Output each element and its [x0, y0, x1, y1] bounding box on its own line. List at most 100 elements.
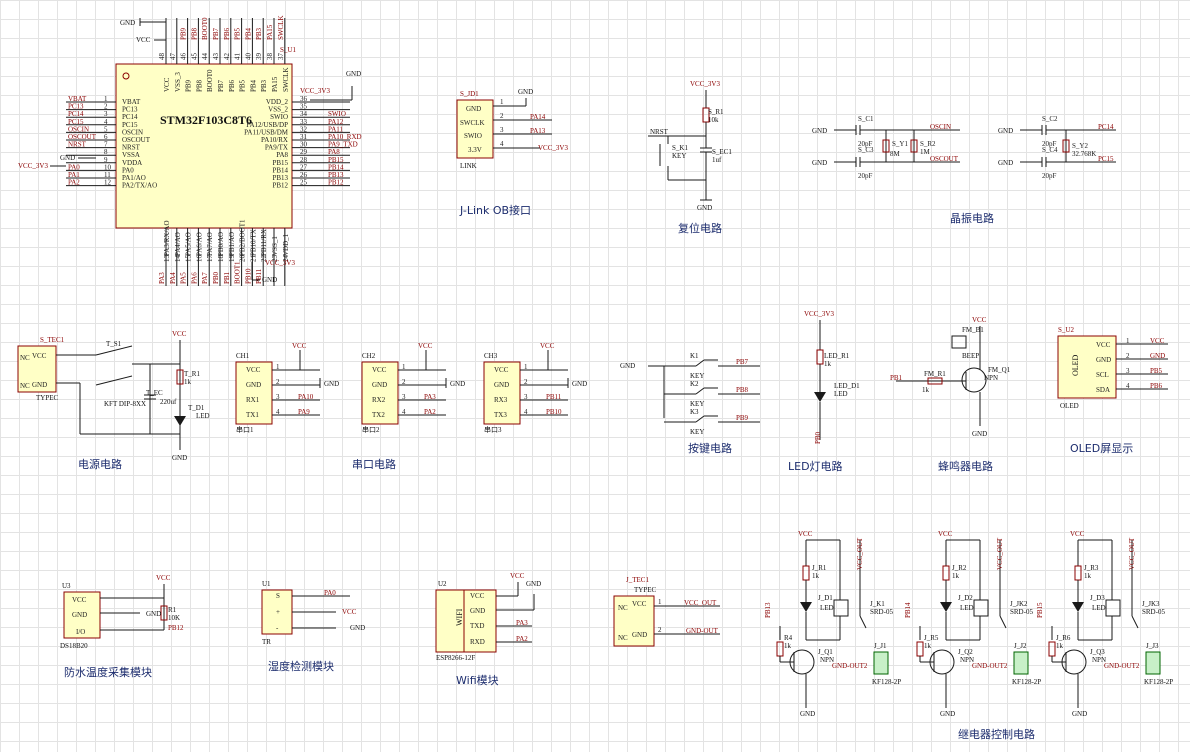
wifi-body[interactable] — [463, 589, 497, 653]
wifi-label: WIFI — [455, 608, 464, 626]
mcu-pin-name: PB1/AO — [228, 232, 236, 256]
relay-resistor[interactable] — [802, 565, 810, 581]
relay-resistor[interactable] — [1074, 565, 1082, 581]
jlink-block[interactable]: S_JD1 GND SWCLK SWIO 3.3V LINK GND PA14 … — [456, 88, 568, 217]
crystal-r2-val: 1M — [920, 148, 931, 156]
mcu-pin-name: PA15 — [271, 76, 279, 92]
typec2-net-vccout: VCC_OUT — [684, 599, 717, 607]
mcu-pin-name: PA8 — [276, 151, 288, 159]
temp-net: PB12 — [168, 624, 184, 632]
relay-base-resistor[interactable] — [916, 641, 924, 657]
serial-body-3[interactable] — [483, 361, 521, 425]
crystal-c4-val: 20pF — [1042, 172, 1057, 180]
typec2-pin-vcc: VCC — [632, 600, 647, 608]
power-typec-body[interactable] — [17, 345, 57, 393]
buzzer-block[interactable]: VCC FM_B1 BEEP FM_Q1 NPN PB1 FM_R1 1k GN… — [890, 316, 1011, 473]
mcu-net-label: PA4 — [169, 272, 177, 284]
crystal-c1-val: 20pF — [858, 140, 873, 148]
buzzer-resistor[interactable] — [927, 377, 943, 385]
serial-name: 串口2 — [362, 426, 380, 434]
serial-body-1[interactable] — [235, 361, 273, 425]
mcu-pin-name: PB8 — [195, 79, 203, 92]
relay-q-val: NPN — [960, 656, 974, 664]
temp-resistor[interactable] — [160, 605, 168, 621]
crystal-y1-ref: S_Y1 — [892, 140, 908, 148]
power-vcc: VCC — [172, 330, 187, 338]
reset-block[interactable]: VCC_3V3 S_R1 10k NRST S_K1 KEY S_EC1 1uf… — [648, 80, 732, 235]
caption-crystal: 晶振电路 — [950, 211, 994, 225]
oled-body[interactable] — [1057, 335, 1117, 399]
typec2-body[interactable] — [613, 595, 655, 647]
mcu-body[interactable] — [115, 63, 293, 229]
typec2-pinno-2: 2 — [658, 626, 662, 634]
relay-terminal[interactable] — [1145, 651, 1161, 675]
relay-terminal[interactable] — [873, 651, 889, 675]
jlink-net-vcc: VCC_3V3 — [538, 144, 568, 152]
mcu-pin-number: 31 — [300, 133, 308, 141]
mcu-pin-name: PB6 — [228, 79, 236, 92]
mcu-pin-number: 34 — [300, 110, 308, 118]
wifi-name: ESP8266-12F — [436, 654, 475, 662]
relay-d-val: LED — [1092, 604, 1106, 612]
relay-coil[interactable] — [833, 599, 849, 617]
mcu-pin-number: 10 — [104, 163, 112, 171]
power-block[interactable]: S_TEC1 VCC GND NC NC TYPEC T_S1 KFT DIP-… — [17, 330, 210, 471]
relay-transistor[interactable] — [789, 649, 815, 675]
relay-base-resistor[interactable] — [776, 641, 784, 657]
mcu-pin-number: 8 — [104, 148, 108, 156]
power-r-ref: T_R1 — [184, 370, 200, 378]
crystal-r2[interactable] — [910, 139, 918, 153]
typec2-pinno-1: 1 — [658, 598, 662, 606]
typec-out-block[interactable]: J_TEC1 TYPEC VCC GND NC NC VCC_OUT GND-O… — [613, 576, 720, 647]
crystal-y2[interactable] — [1062, 139, 1070, 153]
wifi-pin-rxd: RXD — [470, 638, 485, 646]
wifi-block[interactable]: U2 WIFI VCC GND TXD RXD ESP8266-12F VCC … — [435, 572, 541, 687]
serial-body-2[interactable] — [361, 361, 399, 425]
crystal-gnd: GND — [998, 159, 1013, 167]
mcu-top-gnd: GND — [120, 19, 135, 27]
relay-resistor[interactable] — [942, 565, 950, 581]
temp-body[interactable] — [63, 591, 101, 639]
mcu-pin-name: VDDA — [122, 159, 142, 167]
humidity-block[interactable]: U1 S + - TR PA0 VCC GND 湿度检测模块 — [261, 580, 365, 673]
temp-gnd: GND — [146, 610, 161, 618]
typec2-pin-gnd: GND — [632, 631, 647, 639]
power-r1[interactable] — [176, 369, 184, 385]
mcu-pin-name: SWCLK — [282, 68, 290, 93]
jlink-body[interactable] — [456, 99, 494, 159]
mcu-pin-number: 20 — [239, 255, 247, 263]
relay-base-resistor[interactable] — [1048, 641, 1056, 657]
led-block[interactable]: VCC_3V3 LED_R1 1k LED_D1 LED PB0 LED灯电路 — [788, 310, 860, 473]
mcu-pin-number: 39 — [255, 53, 263, 61]
relay-coil[interactable] — [1105, 599, 1121, 617]
relay-q-val: NPN — [1092, 656, 1106, 664]
crystal-net-oscout: OSCOUT — [930, 155, 959, 163]
crystal-block[interactable]: GNDGNDS_C120pFS_C320pFS_Y18MS_R21MOSCINO… — [812, 115, 1116, 225]
relay-k-val: SRD-05 — [1010, 608, 1033, 616]
mcu-pin-number: 17 — [206, 255, 214, 263]
relay-coil[interactable] — [973, 599, 989, 617]
led-resistor[interactable] — [816, 349, 824, 365]
serial-net-gnd: GND — [450, 380, 465, 388]
crystal-y1[interactable] — [882, 139, 890, 153]
temp-pin-vcc: VCC — [72, 596, 87, 604]
relay-transistor[interactable] — [929, 649, 955, 675]
mcu-pin-name: VSSA — [122, 151, 140, 159]
mcu-pin-number: 11 — [104, 171, 111, 179]
caption-serial: 串口电路 — [352, 458, 396, 471]
hum-body[interactable] — [261, 589, 293, 635]
jlink-pin-swclk: SWCLK — [460, 119, 485, 127]
relay-terminal[interactable] — [1013, 651, 1029, 675]
serial-pin-number: 1 — [402, 363, 406, 371]
temp-ref: U3 — [62, 582, 71, 590]
relay-transistor[interactable] — [1061, 649, 1087, 675]
relay-gnd-out: GND-OUT2 — [832, 662, 868, 670]
caption-keys: 按键电路 — [688, 441, 732, 455]
ds18b20-block[interactable]: U3 VCC GND I/O DS18B20 VCC R1 10K GND PB… — [60, 574, 184, 679]
